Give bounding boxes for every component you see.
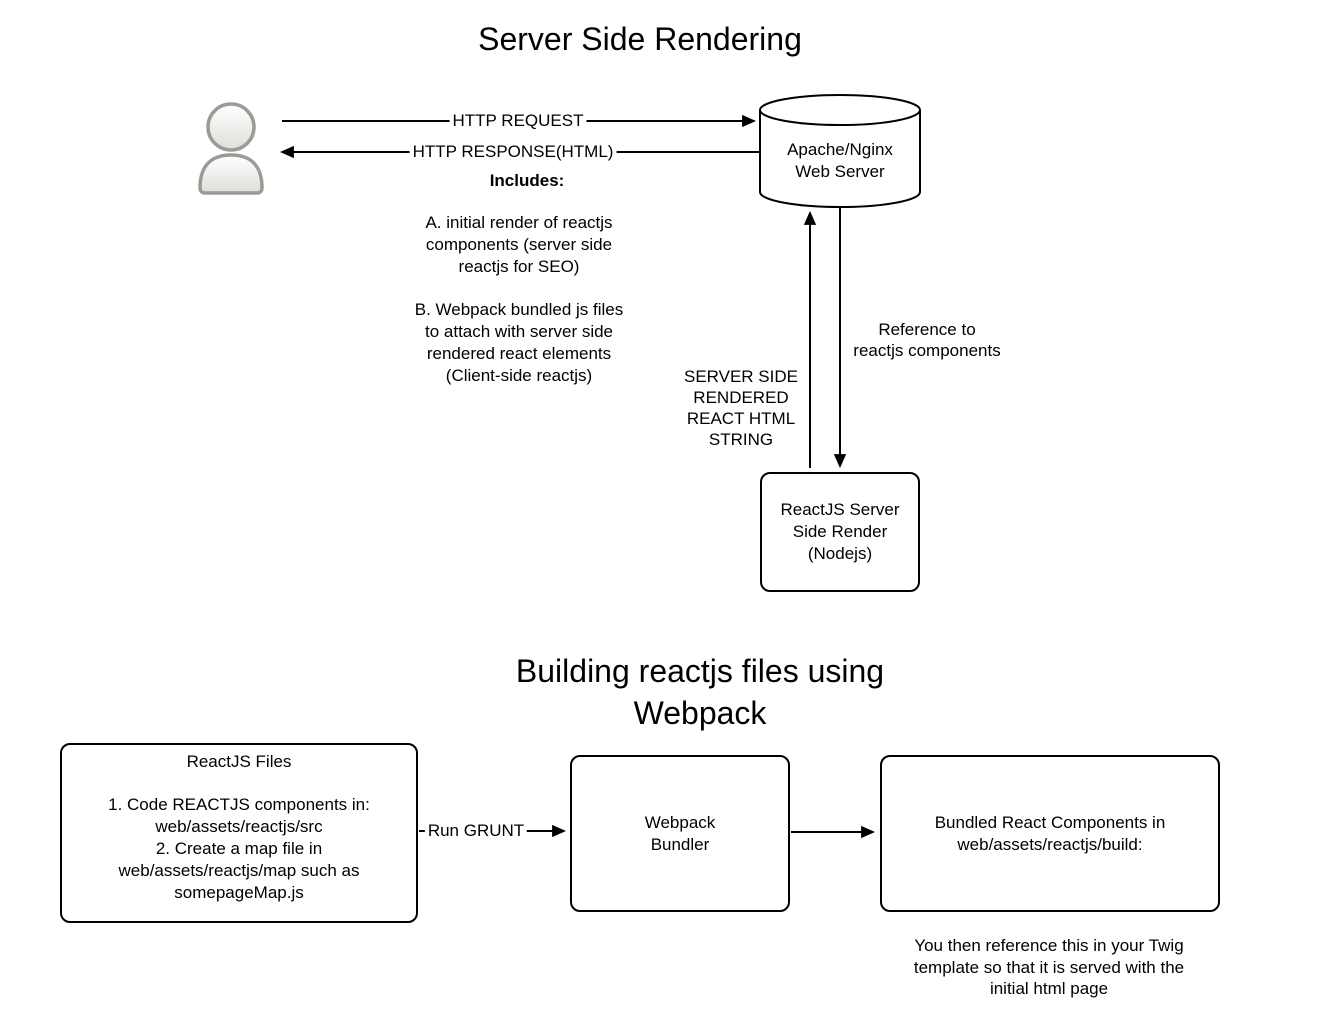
webpack-bundler-box: Webpack Bundler bbox=[570, 755, 790, 912]
nodejs-render-box: ReactJS Server Side Render (Nodejs) bbox=[760, 472, 920, 592]
note-initial-render: A. initial render of reactjs components … bbox=[425, 213, 613, 276]
webpack-section-title: Building reactjs files using Webpack bbox=[515, 653, 885, 731]
user-icon bbox=[198, 102, 264, 195]
http-request-label: HTTP REQUEST bbox=[449, 111, 587, 131]
bundled-components-box: Bundled React Components in web/assets/r… bbox=[880, 755, 1220, 912]
ssr-string-label: SERVER SIDE RENDERED REACT HTML STRING bbox=[683, 367, 798, 449]
reactjs-files-body: 1. Code REACTJS components in: web/asset… bbox=[108, 795, 370, 902]
http-response-label: HTTP RESPONSE(HTML) bbox=[409, 142, 617, 162]
ssr-section-title: Server Side Rendering bbox=[478, 21, 802, 57]
note-webpack-bundle: B. Webpack bundled js files to attach wi… bbox=[414, 300, 624, 385]
run-grunt-label: Run GRUNT bbox=[424, 821, 528, 841]
web-server-label: Apache/Nginx Web Server bbox=[787, 140, 893, 181]
nodejs-render-label: ReactJS Server Side Render (Nodejs) bbox=[780, 500, 900, 563]
reactjs-files-title: ReactJS Files bbox=[186, 752, 292, 771]
twig-footnote: You then reference this in your Twig tem… bbox=[913, 936, 1185, 998]
webpack-bundler-label: Webpack Bundler bbox=[644, 812, 716, 854]
reactjs-files-box: ReactJS Files 1. Code REACTJS components… bbox=[60, 743, 418, 923]
bundled-components-label: Bundled React Components in web/assets/r… bbox=[934, 812, 1166, 854]
includes-label: Includes: bbox=[486, 171, 568, 191]
reference-label: Reference to reactjs components bbox=[853, 320, 1001, 360]
web-server-cylinder-shape bbox=[759, 94, 921, 208]
